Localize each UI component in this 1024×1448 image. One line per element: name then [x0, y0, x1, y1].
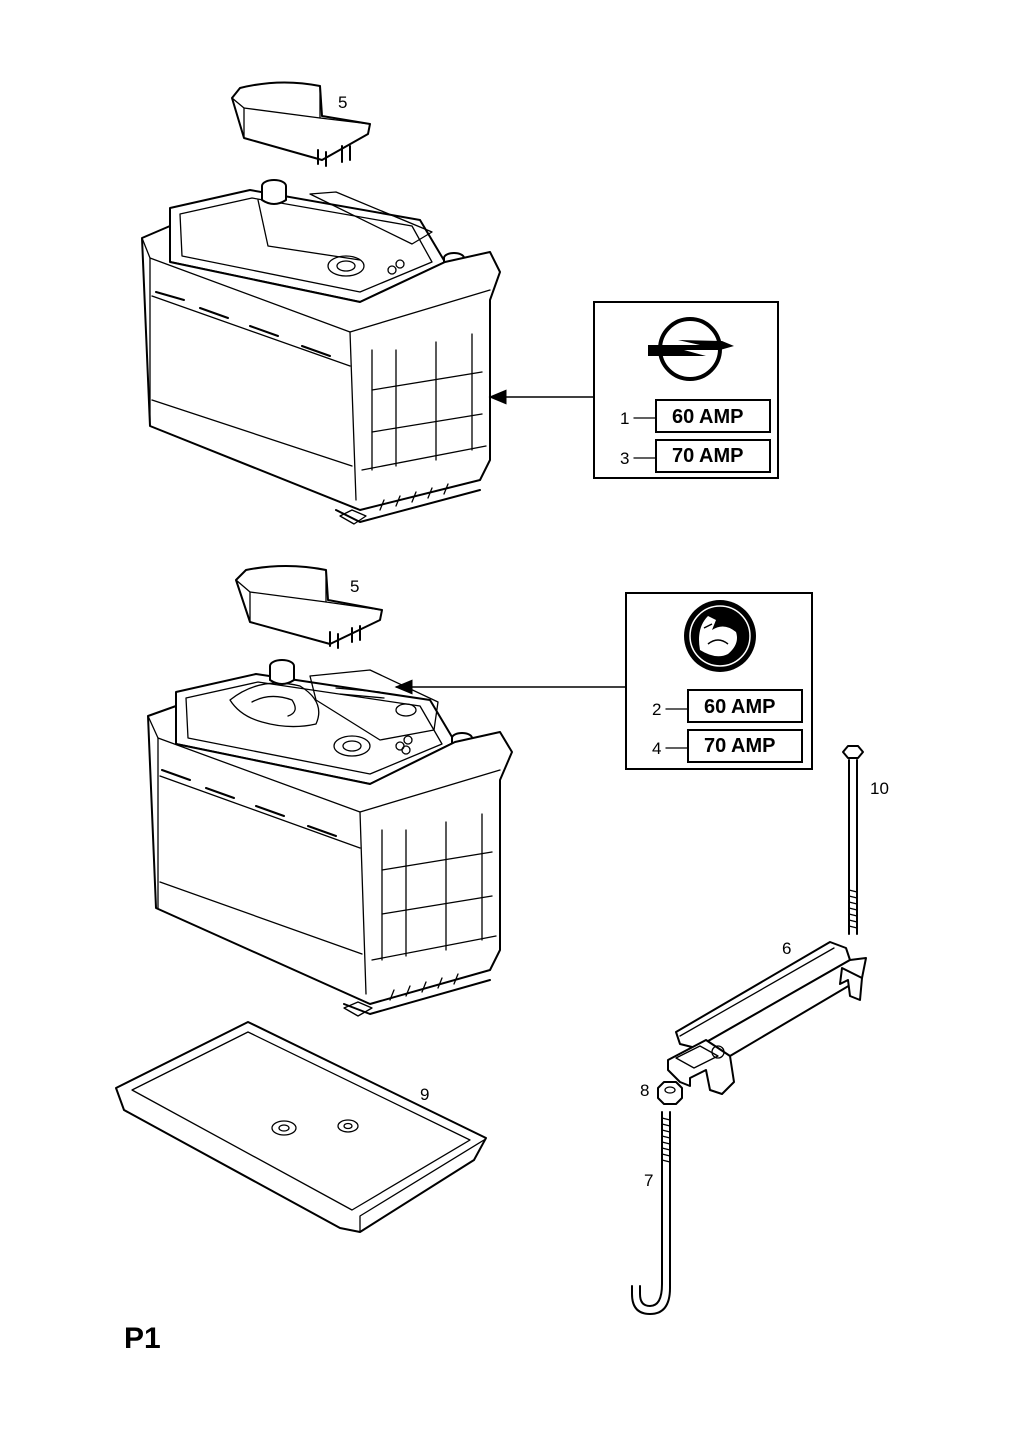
vauxhall-griffin-logo-icon	[684, 600, 756, 672]
opel-rating-70: 3 70 AMP	[620, 439, 771, 473]
battery-bottom	[147, 659, 513, 1017]
j-hook-rod	[631, 1111, 671, 1315]
callout-2: 2	[652, 700, 661, 719]
callout-1: 1	[620, 409, 629, 428]
rating-label-60-amp-vauxhall: 60 AMP	[704, 696, 776, 718]
callout-3: 3	[620, 449, 629, 468]
vauxhall-label-panel: 2 60 AMP 4 70 AMP	[625, 592, 813, 770]
battery-tray	[115, 1021, 487, 1233]
callout-10: 10	[870, 779, 889, 798]
callout-5-top: 5	[338, 93, 347, 112]
bolt-long	[842, 745, 864, 935]
callout-6: 6	[782, 939, 791, 958]
callout-8: 8	[640, 1081, 649, 1100]
terminal-cover-bottom	[235, 565, 383, 649]
opel-lightning-logo-icon	[648, 317, 734, 381]
callout-5-bottom: 5	[350, 577, 359, 596]
opel-label-panel: 1 60 AMP 3 70 AMP	[593, 301, 779, 479]
vauxhall-rating-70: 4 70 AMP	[652, 729, 803, 763]
rating-label-70-amp-vauxhall: 70 AMP	[704, 735, 776, 757]
callout-7: 7	[644, 1171, 653, 1190]
rating-label-60-amp: 60 AMP	[672, 406, 744, 428]
terminal-cover-top	[231, 81, 371, 167]
callout-9: 9	[420, 1085, 429, 1104]
vauxhall-rating-60: 2 60 AMP	[652, 689, 803, 723]
battery-clamp-bracket	[667, 941, 867, 1095]
callout-4: 4	[652, 739, 661, 758]
hex-nut	[657, 1081, 683, 1105]
battery-top	[141, 179, 501, 525]
sheet-id-label: P1	[124, 1322, 161, 1355]
rating-label-70-amp: 70 AMP	[672, 445, 744, 467]
opel-rating-60: 1 60 AMP	[620, 399, 771, 433]
